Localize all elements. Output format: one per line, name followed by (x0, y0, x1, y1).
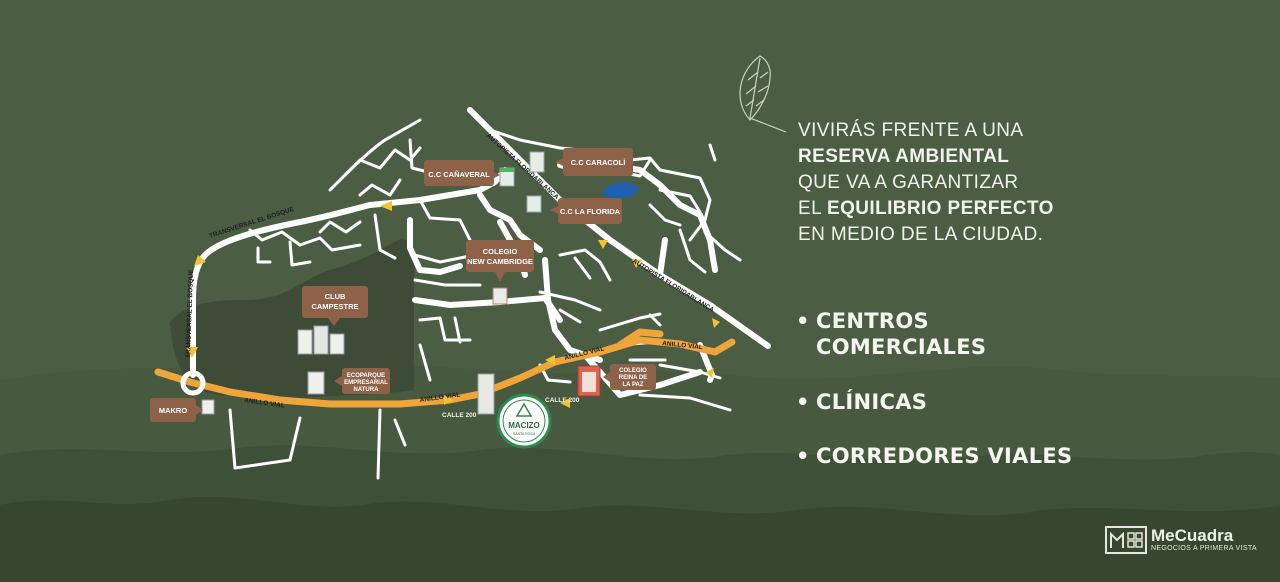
svg-text:CAMPESTRE: CAMPESTRE (311, 302, 358, 311)
watermark-tagline: NEGOCIOS A PRIMERA VISTA (1151, 545, 1257, 552)
svg-text:REINA DE: REINA DE (619, 375, 647, 381)
label-colegio-new-cambridge: COLEGIO NEW CAMBRIDGE (466, 240, 534, 282)
svg-text:ECOPARQUE: ECOPARQUE (347, 373, 385, 379)
lake (603, 182, 638, 199)
building-icon (529, 151, 545, 173)
svg-text:C.C CARACOLÍ: C.C CARACOLÍ (571, 158, 626, 167)
headline-line-3: QUE VA A GARANTIZAR (798, 172, 1019, 193)
label-cc-la-florida: C.C LA FLORIDA (550, 198, 622, 224)
place-labels: C.C CAÑAVERAL C.C CARACOLÍ C.C LA FLORID… (150, 148, 656, 422)
label-cc-caracoli: C.C CARACOLÍ (555, 148, 633, 176)
label-makro: MAKRO (150, 398, 203, 422)
headline-line-2: RESERVA AMBIENTAL (798, 144, 1238, 170)
road-label-anillo-4: ANILLO VIAL (662, 340, 703, 351)
svg-text:NATURA: NATURA (354, 387, 380, 393)
headline-line-4: EL EQUILIBRIO PERFECTO (798, 196, 1238, 222)
leaf-icon (739, 55, 787, 133)
feature-label: CLÍNICAS (816, 390, 928, 414)
building-icons (201, 151, 601, 415)
label-cc-canaveral: C.C CAÑAVERAL (424, 160, 500, 186)
svg-text:CLUB: CLUB (325, 292, 346, 301)
bullet-icon: • (796, 444, 810, 468)
svg-text:COLEGIO: COLEGIO (483, 247, 518, 256)
svg-text:C.C CAÑAVERAL: C.C CAÑAVERAL (428, 170, 490, 179)
svg-text:C.C LA FLORIDA: C.C LA FLORIDA (560, 207, 621, 216)
road-label-autopista-lower: AUTOPISTA FLORIDABLANCA (631, 258, 715, 314)
roundabout (180, 370, 206, 396)
building-icon (477, 373, 495, 415)
road-label-calle-200-left: CALLE 200 (442, 412, 477, 419)
mecuadra-logo-icon (1105, 526, 1147, 554)
headline-line-4-prefix: EL (798, 198, 828, 219)
background-hills (0, 364, 1280, 582)
label-club-campestre: CLUB CAMPESTRE (302, 286, 368, 326)
feature-label-line-1: CENTROS (816, 309, 929, 333)
bullet-icon: • (796, 309, 810, 333)
headline-line-2-bold: RESERVA AMBIENTAL (798, 146, 1010, 167)
building-icon (307, 371, 325, 395)
svg-text:COLEGIO: COLEGIO (619, 368, 647, 374)
svg-text:LA PAZ: LA PAZ (623, 382, 644, 388)
road-label-transversal-left: TRANSVERSAL EL BOSQUE (185, 269, 195, 358)
building-icon (297, 325, 345, 355)
project-logo-name: MACIZO (508, 421, 540, 430)
building-icon (577, 365, 601, 397)
building-icon (499, 167, 515, 187)
project-logo-subtitle: SANTA ROSA (513, 432, 536, 436)
building-icon (201, 399, 215, 415)
road-label-calle-200-right: CALLE 200 (545, 397, 580, 404)
headline: VIVIRÁS FRENTE A UNA RESERVA AMBIENTAL Q… (798, 118, 1238, 248)
label-colegio-reina-de-la-paz: COLEGIO REINA DE LA PAZ (603, 364, 656, 390)
direction-arrows (186, 201, 720, 408)
svg-text:NEW CAMBRIDGE: NEW CAMBRIDGE (467, 257, 533, 266)
project-location-marker: MACIZO SANTA ROSA (496, 393, 552, 449)
headline-line-1: VIVIRÁS FRENTE A UNA (798, 120, 1024, 141)
building-icon (492, 287, 508, 305)
svg-text:MAKRO: MAKRO (159, 406, 187, 415)
headline-line-4-bold: EQUILIBRIO PERFECTO (827, 198, 1054, 219)
feature-label: CORREDORES VIALES (816, 444, 1073, 468)
bullet-icon: • (796, 390, 810, 414)
building-icon (526, 195, 542, 213)
forest-reserve (170, 239, 415, 399)
label-ecoparque: ECOPARQUE EMPRESARIAL NATURA (334, 368, 390, 394)
svg-text:EMPRESARIAL: EMPRESARIAL (344, 380, 388, 386)
watermark-brand: MeCuadra (1151, 526, 1234, 545)
mecuadra-watermark: MeCuadra NEGOCIOS A PRIMERA VISTA (1105, 524, 1257, 556)
headline-line-5: EN MEDIO DE LA CIUDAD. (798, 224, 1044, 245)
feature-label-line-2: COMERCIALES (816, 335, 987, 359)
road-label-autopista-upper: AUTOPISTA FLORIDABLANCA (485, 132, 560, 201)
